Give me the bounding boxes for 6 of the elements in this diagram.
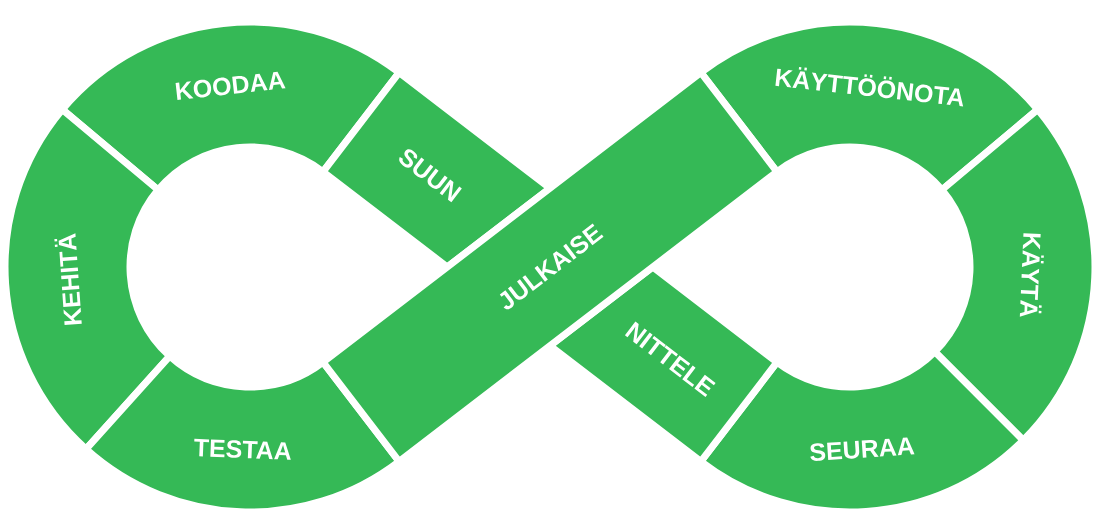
node-label: KEHITÄ [54, 233, 82, 325]
band-segment: KÄYTÄ [931, 106, 1096, 444]
node-label: KÄYTÄ [1019, 233, 1044, 317]
node-label: TESTAA [194, 438, 291, 460]
node-label: KÄYTTÖÖNOTA [775, 66, 964, 107]
node-label: SEURAA [810, 437, 915, 461]
